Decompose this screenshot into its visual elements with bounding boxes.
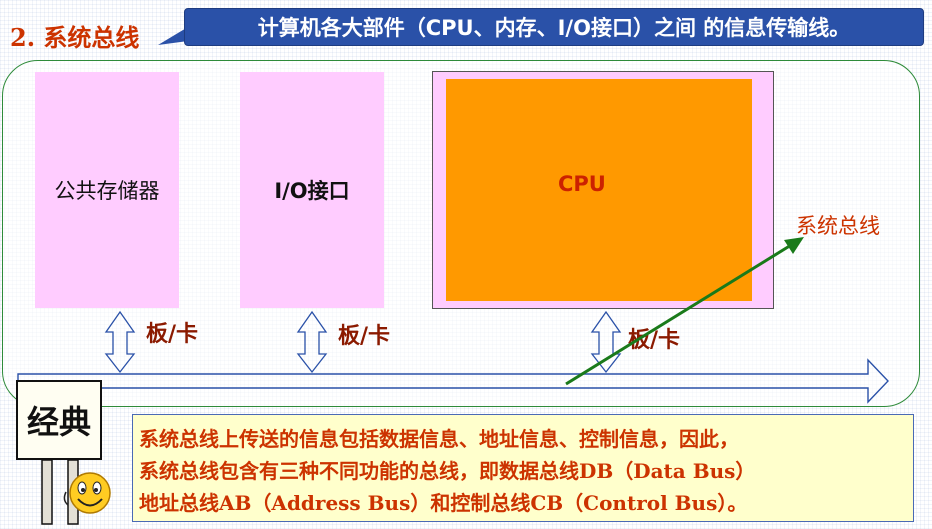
system-bus-label: 系统总线 (796, 214, 880, 238)
double-arrow-icon (296, 310, 328, 374)
classic-badge: 经典 (16, 380, 102, 460)
io-block: I/O接口 (240, 72, 384, 308)
definition-callout: 计算机各大部件（CPU、内存、I/O接口）之间 的信息传输线。 (184, 8, 924, 46)
section-title: 2. 系统总线 (10, 23, 140, 52)
bus-arrow-icon (17, 358, 889, 404)
callout-tail-icon (158, 27, 188, 45)
card-label-io: 板/卡 (338, 323, 391, 349)
cpu-label: CPU (558, 172, 606, 196)
note-line: 系统总线上传送的信息包括数据信息、地址信息、控制信息，因此， (139, 427, 739, 451)
smiley-icon (41, 459, 111, 525)
cpu-inner-block (446, 79, 752, 301)
memory-label: 公共存储器 (54, 179, 160, 203)
note-line: 地址总线AB（Address Bus）和控制总线CB（Control Bus）。 (139, 491, 748, 515)
double-arrow-icon (590, 310, 622, 374)
signpost-icon: 经典 (10, 380, 128, 526)
memory-block: 公共存储器 (35, 72, 179, 308)
summary-note: 系统总线上传送的信息包括数据信息、地址信息、控制信息，因此， 系统总线包含有三种… (132, 414, 914, 522)
io-label: I/O接口 (274, 179, 350, 203)
pointer-arrow-icon (565, 237, 804, 386)
note-line: 系统总线包含有三种不同功能的总线，即数据总线DB（Data Bus） (139, 459, 756, 483)
card-label-memory: 板/卡 (146, 321, 199, 347)
double-arrow-icon (104, 310, 136, 374)
